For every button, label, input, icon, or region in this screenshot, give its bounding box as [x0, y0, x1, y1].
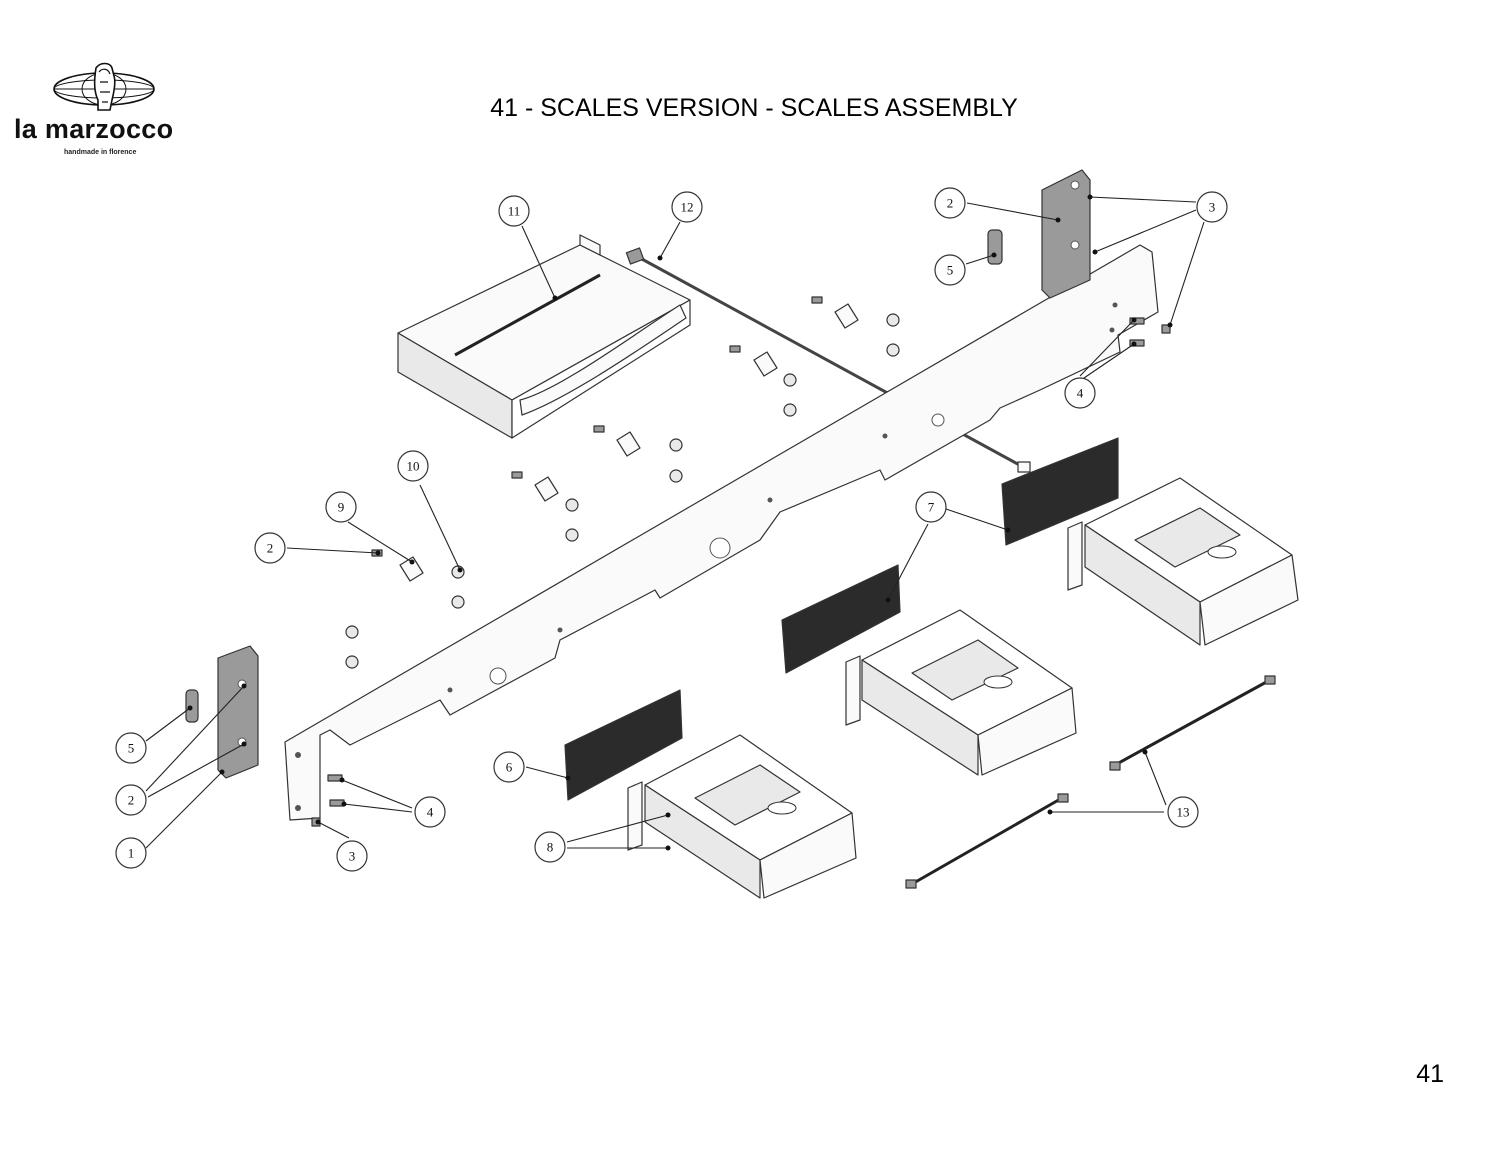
callout-2-lower: 2 [115, 784, 147, 816]
svg-text:1: 1 [128, 846, 135, 861]
callout-10: 10 [397, 450, 429, 482]
callout-7: 7 [915, 491, 947, 523]
fasteners-group [311, 296, 1171, 827]
svg-text:6: 6 [506, 760, 513, 775]
part-2-upper-plate [987, 169, 1091, 299]
callout-1: 1 [115, 837, 147, 869]
callout-13: 13 [1167, 796, 1199, 828]
part-1-lower-plate [185, 645, 259, 779]
svg-text:8: 8 [547, 840, 554, 855]
main-rail [284, 244, 1159, 821]
callout-3-upper: 3 [1196, 191, 1228, 223]
callout-4-upper: 4 [1064, 377, 1096, 409]
part-11-tray-frame [397, 234, 691, 439]
svg-text:13: 13 [1177, 805, 1190, 820]
svg-text:2: 2 [128, 793, 135, 808]
brand-logo: la marzocco handmade in florence [10, 62, 202, 162]
callout-9: 9 [325, 491, 357, 523]
svg-text:11: 11 [508, 204, 521, 219]
callout-4-lower: 4 [414, 796, 446, 828]
pads-group [564, 437, 1119, 801]
brand-tagline: handmade in florence [64, 149, 137, 156]
callout-11: 11 [498, 195, 530, 227]
svg-text:12: 12 [681, 200, 694, 215]
svg-text:5: 5 [128, 741, 135, 756]
callout-2-upper: 2 [934, 187, 966, 219]
svg-text:2: 2 [267, 541, 274, 556]
page-number: 41 [1416, 1060, 1444, 1088]
svg-text:3: 3 [1209, 200, 1216, 215]
svg-text:10: 10 [407, 459, 420, 474]
page-title: 41 - SCALES VERSION - SCALES ASSEMBLY [490, 94, 1018, 122]
callout-5-lower: 5 [115, 732, 147, 764]
svg-text:3: 3 [349, 849, 356, 864]
svg-text:4: 4 [427, 805, 434, 820]
svg-text:9: 9 [338, 500, 345, 515]
lion-globe-emblem-icon [53, 62, 155, 111]
brand-wordmark: la marzocco [14, 114, 174, 144]
load-cell-box-middle [845, 609, 1077, 776]
callout-12: 12 [671, 191, 703, 223]
callout-2-mid: 2 [254, 532, 286, 564]
callout-3-lower: 3 [336, 840, 368, 872]
svg-text:2: 2 [947, 196, 954, 211]
svg-text:5: 5 [947, 263, 954, 278]
leader-lines [145, 194, 1205, 851]
callout-5-upper: 5 [934, 254, 966, 286]
part-13-tie-rods [905, 675, 1276, 889]
load-cell-box-left [627, 734, 857, 899]
load-cell-box-right [1067, 477, 1299, 646]
svg-text:7: 7 [928, 500, 935, 515]
svg-text:4: 4 [1077, 386, 1084, 401]
callout-6: 6 [493, 751, 525, 783]
callout-8: 8 [534, 831, 566, 863]
